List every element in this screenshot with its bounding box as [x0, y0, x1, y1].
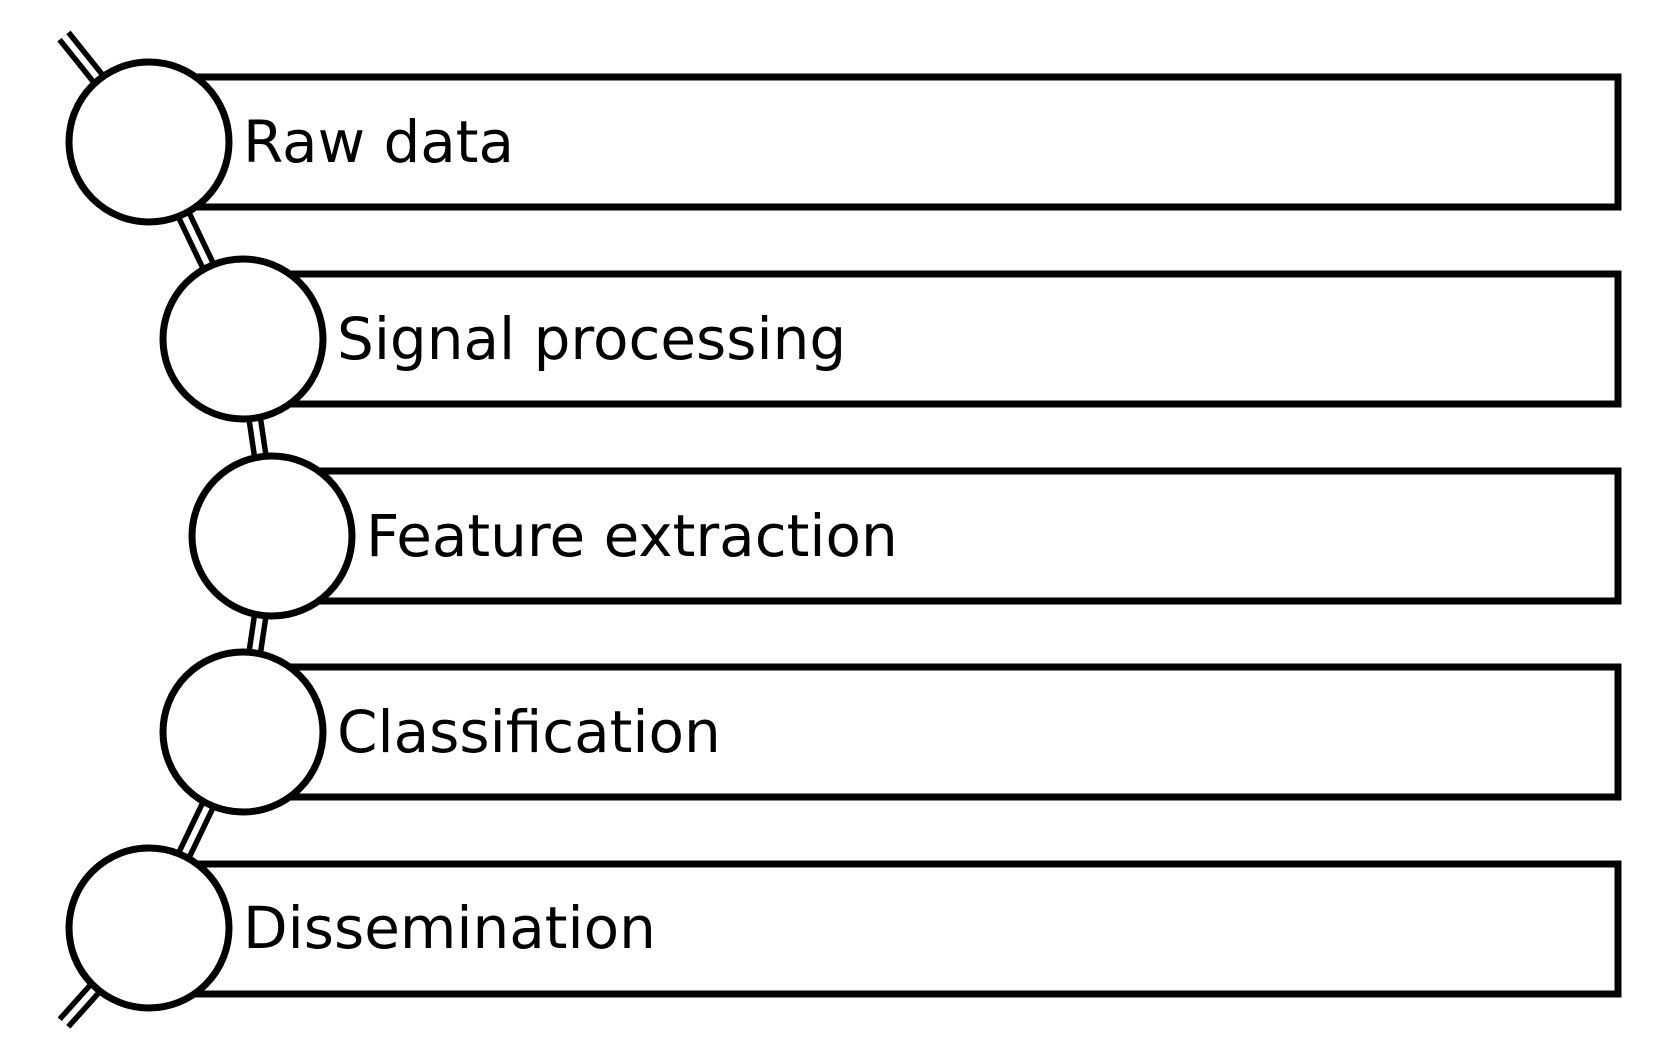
step-circle	[65, 58, 233, 226]
step-box	[249, 270, 1622, 408]
step-circle	[65, 844, 233, 1012]
step-feature-extraction: Feature extraction	[188, 452, 1622, 620]
step-circle	[159, 648, 327, 816]
step-circle	[188, 452, 356, 620]
step-box	[155, 860, 1622, 998]
step-label: Dissemination	[243, 894, 656, 962]
step-label: Feature extraction	[366, 502, 898, 570]
step-circle	[159, 255, 327, 423]
step-raw-data: Raw data	[65, 58, 1622, 226]
step-label: Signal processing	[337, 305, 846, 373]
step-label: Raw data	[243, 108, 514, 176]
step-classification: Classification	[159, 648, 1622, 816]
step-label: Classification	[337, 698, 721, 766]
step-dissemination: Dissemination	[65, 844, 1622, 1012]
step-signal-processing: Signal processing	[159, 255, 1622, 423]
